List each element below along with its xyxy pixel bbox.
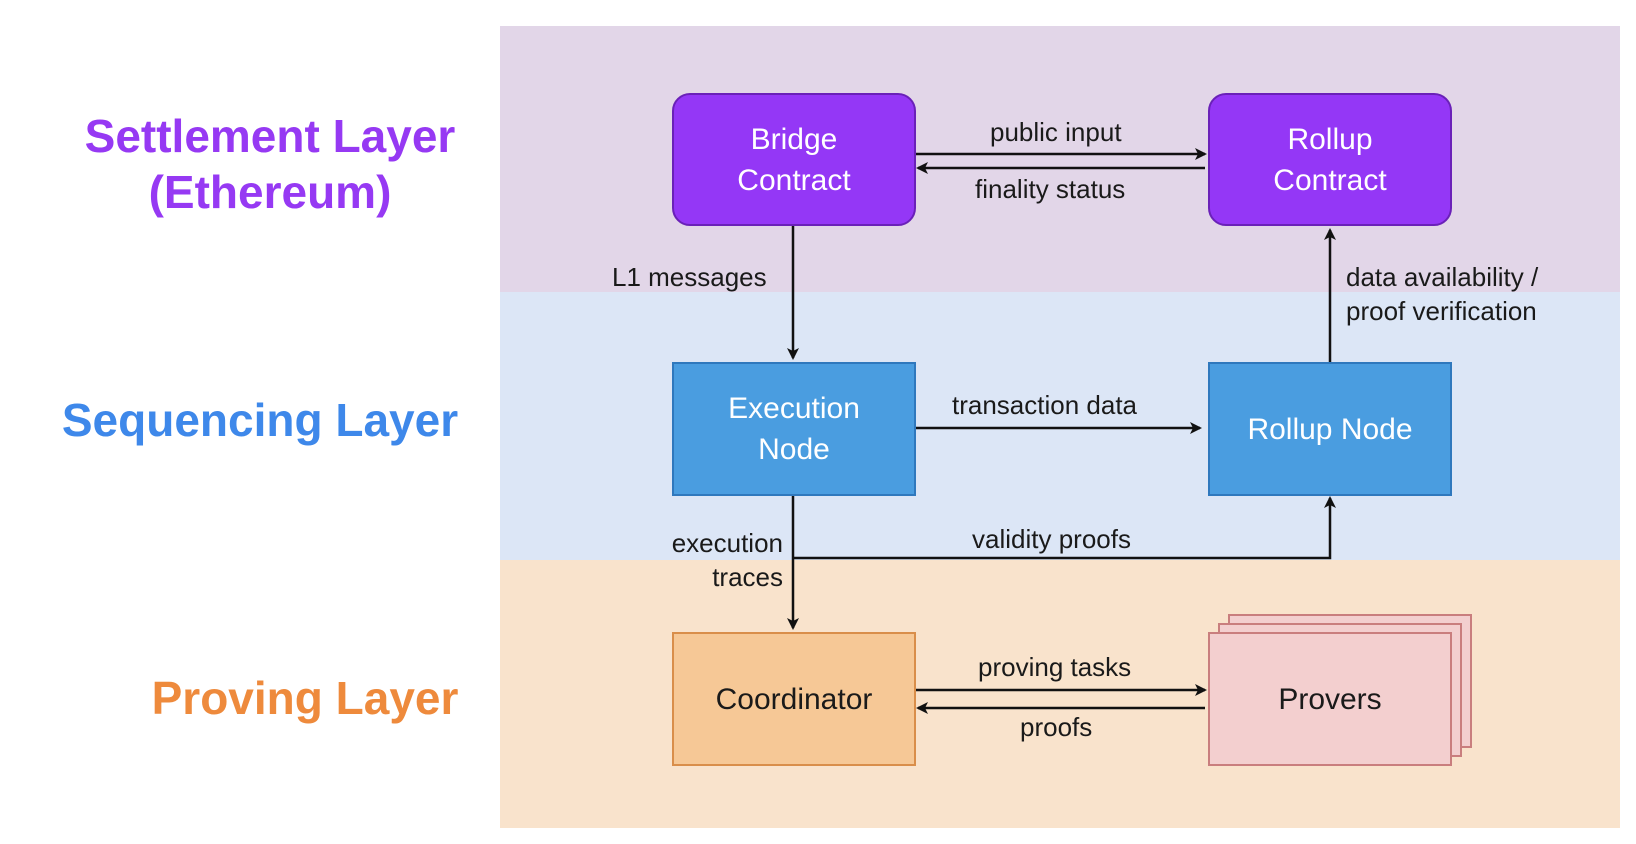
sequencing-layer-label: Sequencing Layer (40, 392, 480, 448)
bridge-contract-label-line2: Contract (737, 163, 851, 197)
rollup-node-label: Rollup Node (1247, 412, 1413, 446)
proofs-label: proofs (1020, 712, 1093, 742)
execution-node-label-line2: Node (758, 433, 830, 466)
rollup-contract-label-line1: Rollup (1287, 122, 1373, 156)
public-input-label: public input (990, 117, 1122, 147)
transaction-data-label: transaction data (952, 390, 1138, 420)
settlement-layer-label: Settlement Layer (Ethereum) (60, 108, 480, 220)
execution-traces-label: execution traces (655, 526, 783, 594)
data-availability-label: data availability / proof verification (1346, 260, 1538, 328)
provers-label: Provers (1278, 682, 1382, 716)
bridge-contract-node: Bridge Contract (672, 93, 916, 226)
execution-node: Execution Node (672, 362, 916, 496)
execution-traces-label-line2: traces (712, 562, 783, 592)
l1-messages-label: L1 messages (612, 262, 767, 292)
settlement-layer-subtitle: (Ethereum) (148, 166, 392, 218)
proving-layer-label: Proving Layer (125, 670, 485, 726)
validity-proofs-label: validity proofs (972, 524, 1131, 554)
rollup-node: Rollup Node (1208, 362, 1452, 496)
rollup-contract-label-line2: Contract (1273, 163, 1387, 197)
settlement-layer-title: Settlement Layer (84, 110, 456, 162)
execution-node-label-line1: Execution (728, 392, 860, 425)
bridge-contract-label-line1: Bridge (750, 122, 838, 156)
validity-proofs-arrow (793, 496, 1336, 560)
coordinator-label: Coordinator (715, 682, 873, 716)
finality-status-label: finality status (975, 174, 1126, 204)
rollup-contract-node: Rollup Contract (1208, 93, 1452, 226)
coordinator-node: Coordinator (672, 632, 916, 766)
provers-node: Provers (1208, 632, 1452, 766)
data-availability-label-line1: data availability / (1346, 262, 1539, 292)
sequencing-layer-title: Sequencing Layer (61, 394, 459, 446)
execution-traces-label-line1: execution (671, 528, 783, 558)
proving-layer-title: Proving Layer (151, 672, 459, 724)
proving-tasks-label: proving tasks (978, 652, 1132, 682)
data-availability-label-line2: proof verification (1346, 296, 1537, 326)
